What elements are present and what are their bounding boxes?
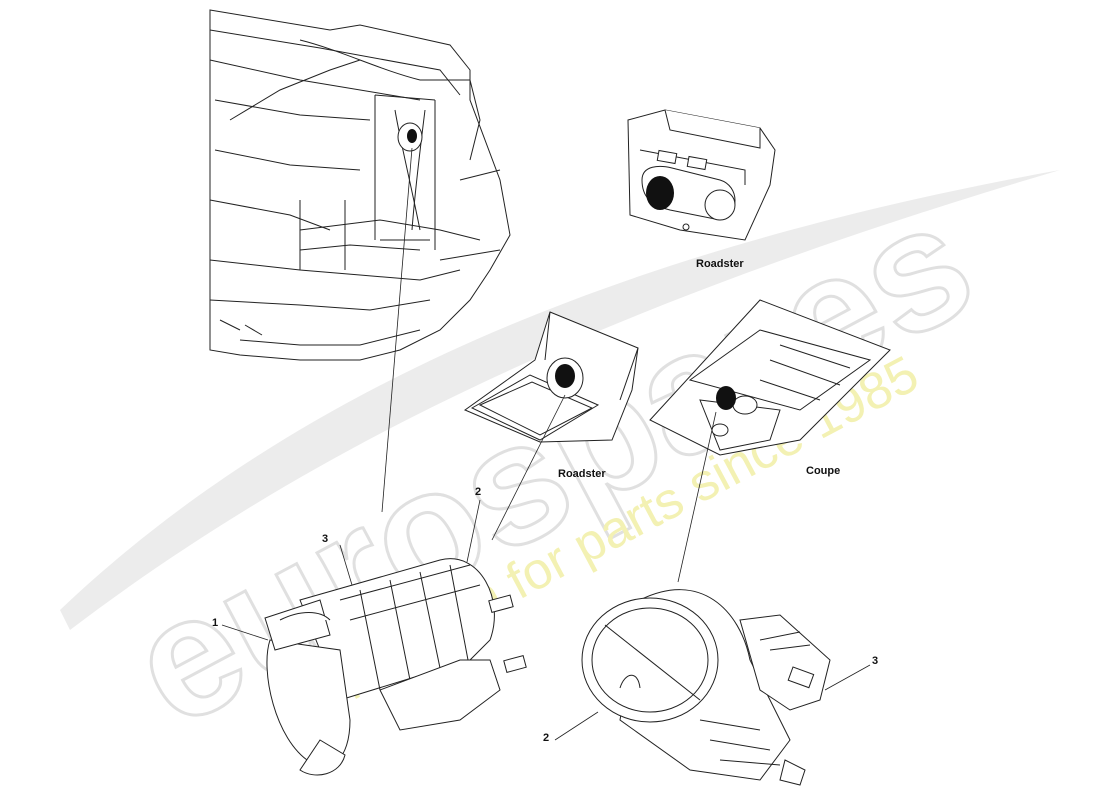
vehicle-body-assembly: [209, 9, 511, 361]
label-coupe: Coupe: [806, 465, 841, 477]
label-roadster-mid: Roadster: [558, 468, 606, 480]
coupe-console-socket: [716, 386, 736, 410]
roadster-tray: [463, 311, 639, 443]
callout-2-right: 2: [543, 732, 550, 744]
roadster-tray-socket: [555, 364, 575, 388]
callout-1: 1: [212, 617, 219, 629]
roadster-console-socket: [646, 176, 674, 210]
label-roadster-top: Roadster: [696, 258, 744, 270]
body-socket-hole: [397, 122, 423, 152]
roadster-console-panel: [627, 109, 776, 241]
callout-3-right: 3: [872, 655, 879, 667]
socket-assembly-right: [581, 589, 831, 786]
callout-3-left: 3: [322, 533, 329, 545]
coupe-console-panel: [649, 299, 891, 456]
leader-lines: [221, 147, 871, 741]
socket-assembly-left: [264, 558, 527, 776]
callout-2-left: 2: [475, 486, 482, 498]
